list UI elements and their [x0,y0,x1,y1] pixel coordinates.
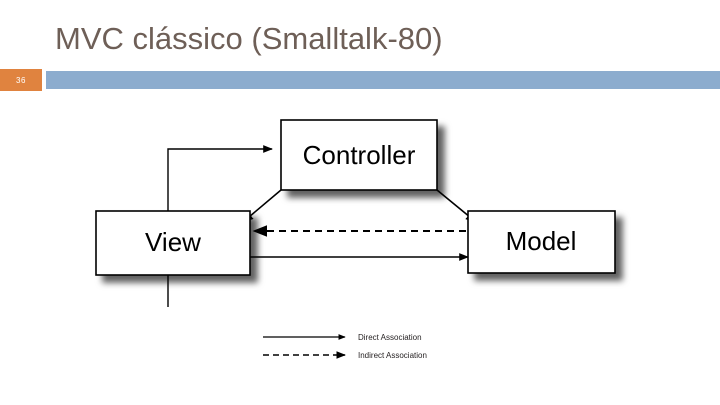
node-controller-label: Controller [303,140,416,170]
node-view-label: View [145,227,201,257]
diagram-legend: Direct Association Indirect Association [263,333,427,360]
node-model[interactable]: Model [467,210,616,274]
mvc-diagram: Controller View Model Direct Association… [0,96,720,405]
node-view[interactable]: View [95,210,251,276]
header-accent-bar [46,71,720,89]
legend-item-direct: Direct Association [263,333,422,342]
node-model-label: Model [506,226,577,256]
legend-label-direct: Direct Association [358,333,422,342]
page-title: MVC clássico (Smalltalk-80) [55,21,443,56]
legend-label-indirect: Indirect Association [358,351,427,360]
node-controller[interactable]: Controller [280,119,438,191]
slide-number-badge: 36 [0,69,42,91]
legend-item-indirect: Indirect Association [263,351,427,360]
